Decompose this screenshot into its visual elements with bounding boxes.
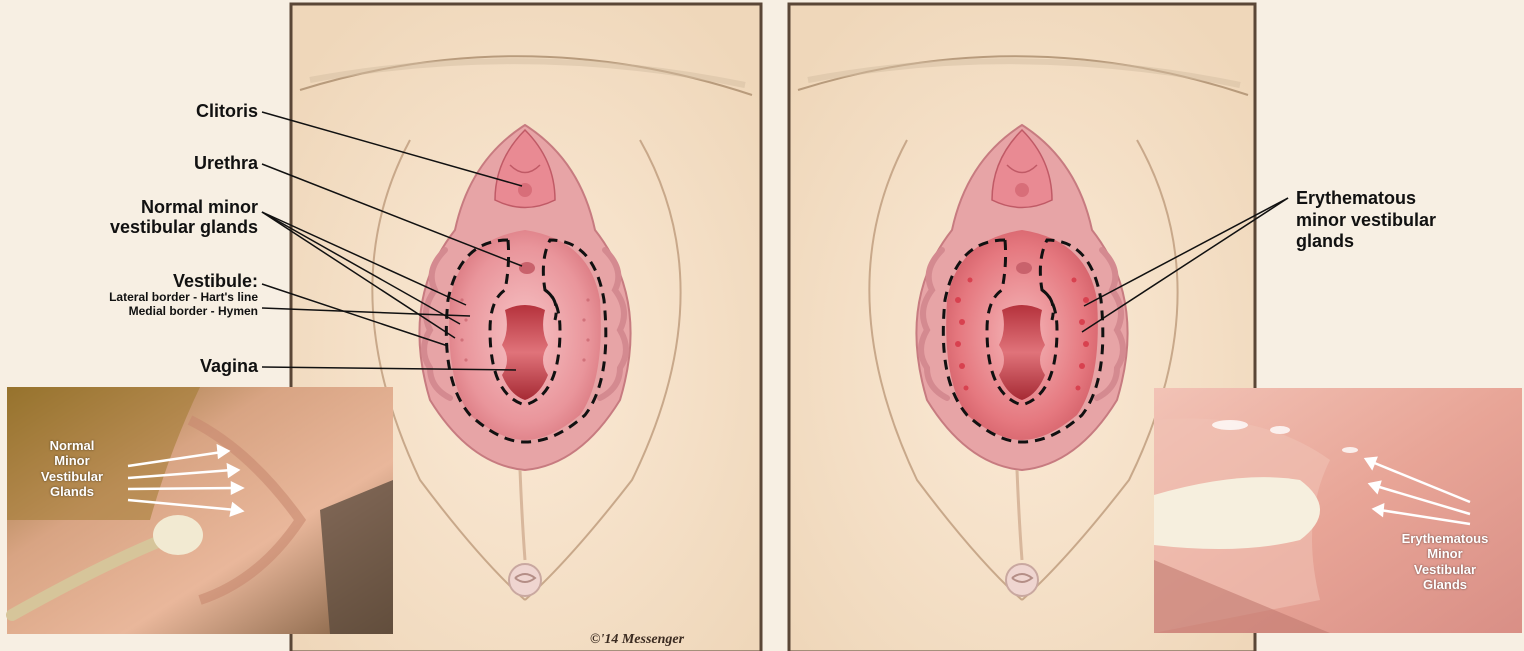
left-photo-line3: Vestibular bbox=[20, 469, 124, 484]
label-vestibule-lateral: Lateral border - Hart's line bbox=[109, 291, 258, 304]
label-vagina: Vagina bbox=[200, 356, 258, 376]
label-vestibule-medial: Medial border - Hymen bbox=[109, 305, 258, 318]
label-normal-glands-line1: Normal minor bbox=[110, 197, 258, 217]
label-normal-minor-vestibular-glands: Normal minor vestibular glands bbox=[110, 197, 258, 237]
left-photo-line4: Glands bbox=[20, 484, 124, 499]
right-clinical-photo bbox=[1154, 388, 1522, 633]
right-photo-line4: Glands bbox=[1370, 577, 1520, 592]
artist-signature: ©'14 Messenger bbox=[590, 632, 684, 648]
left-photo-line1: Normal bbox=[20, 438, 124, 453]
right-photo-line3: Vestibular bbox=[1370, 562, 1520, 577]
label-normal-glands-line2: vestibular glands bbox=[110, 217, 258, 237]
label-erythematous-line2: minor vestibular bbox=[1296, 210, 1436, 232]
label-erythematous-minor-vestibular-glands: Erythematous minor vestibular glands bbox=[1296, 188, 1436, 253]
left-clinical-photo bbox=[7, 387, 393, 634]
right-photo-label: Erythematous Minor Vestibular Glands bbox=[1370, 531, 1520, 592]
left-photo-line2: Minor bbox=[20, 453, 124, 468]
label-clitoris: Clitoris bbox=[196, 101, 258, 121]
label-erythematous-line3: glands bbox=[1296, 231, 1436, 253]
left-photo-label: Normal Minor Vestibular Glands bbox=[20, 438, 124, 499]
label-erythematous-line1: Erythematous bbox=[1296, 188, 1436, 210]
label-urethra: Urethra bbox=[194, 153, 258, 173]
right-photo-line1: Erythematous bbox=[1370, 531, 1520, 546]
right-photo-line2: Minor bbox=[1370, 546, 1520, 561]
label-vestibule-title: Vestibule: bbox=[109, 271, 258, 291]
label-vestibule: Vestibule: Lateral border - Hart's line … bbox=[109, 271, 258, 318]
